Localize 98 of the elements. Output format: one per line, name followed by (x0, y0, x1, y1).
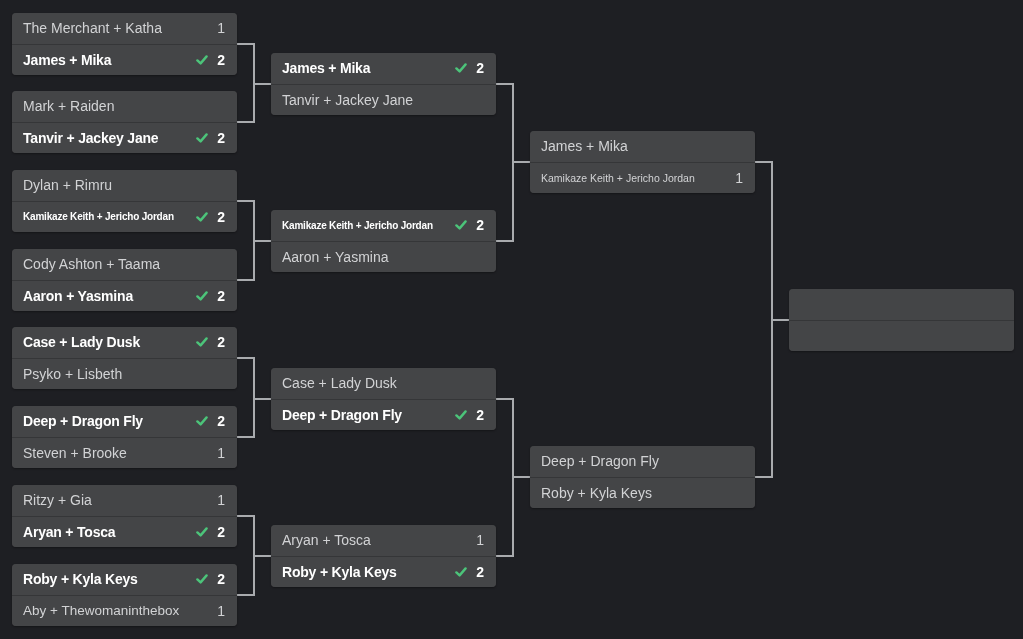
team-name: Roby + Kyla Keys (23, 571, 138, 588)
team-name: Dylan + Rimru (23, 177, 113, 194)
match-card (12, 406, 237, 468)
team-row (271, 525, 496, 556)
score: 2 (217, 129, 225, 146)
team-name: Deep + Dragon Fly (541, 453, 659, 470)
team-name: Deep + Dragon Fly (282, 406, 402, 423)
team-row (271, 210, 496, 241)
match-card (789, 289, 1014, 351)
bracket-line (236, 555, 272, 596)
match-card (271, 210, 496, 272)
bracket-line (236, 398, 272, 438)
team-name: Kamikaze Keith + Jericho Jordan (23, 211, 174, 223)
score: 2 (476, 563, 484, 580)
team-name: Case + Lady Dusk (23, 334, 141, 351)
team-name: James + Mika (282, 60, 371, 77)
score: 1 (476, 532, 484, 549)
team-row (271, 241, 496, 272)
team-row (12, 516, 237, 547)
team-row (12, 406, 237, 437)
score: 2 (217, 51, 225, 68)
score: 1 (735, 169, 743, 186)
team-row (271, 368, 496, 399)
team-row (12, 280, 237, 311)
team-name: Mark + Raiden (23, 98, 115, 115)
empty-slot (789, 320, 1014, 351)
match-card (12, 485, 237, 547)
team-name: Tanvir + Jackey Jane (23, 129, 159, 146)
score: 2 (217, 287, 225, 304)
team-row (12, 485, 237, 516)
score: 2 (217, 413, 225, 430)
score: 2 (217, 571, 225, 588)
team-name: Psyko + Lisbeth (23, 365, 123, 382)
team-row (12, 44, 237, 75)
team-name: The Merchant + Katha (23, 20, 162, 37)
team-row (271, 556, 496, 587)
team-name: Aaron + Yasmina (23, 287, 133, 304)
score: 1 (217, 20, 225, 37)
team-name: Aaron + Yasmina (282, 248, 389, 265)
team-row (12, 564, 237, 595)
match-card (12, 170, 237, 232)
team-name: Kamikaze Keith + Jericho Jordan (282, 219, 433, 231)
match-card (12, 564, 237, 626)
team-name: Kamikaze Keith + Jericho Jordan (541, 171, 695, 184)
team-row (271, 53, 496, 84)
team-row (530, 131, 755, 162)
team-row (530, 477, 755, 508)
team-row (12, 201, 237, 232)
team-row (530, 446, 755, 477)
match-card (12, 327, 237, 389)
team-row (530, 162, 755, 193)
team-row (12, 91, 237, 122)
team-name: Cody Ashton + Taama (23, 256, 161, 273)
bracket-line (236, 240, 272, 281)
team-name: Ritzy + Gia (23, 492, 92, 509)
team-row (12, 437, 237, 468)
empty-slot (789, 289, 1014, 320)
match-card (12, 249, 237, 311)
bracket-line (495, 476, 531, 557)
score: 1 (217, 444, 225, 461)
bracket-line (236, 83, 272, 123)
team-name: Aryan + Tosca (282, 532, 371, 549)
score: 2 (476, 217, 484, 234)
score: 2 (217, 334, 225, 351)
team-row (12, 327, 237, 358)
team-name: James + Mika (541, 138, 628, 155)
team-name: James + Mika (23, 51, 112, 68)
match-card (530, 131, 755, 193)
team-name: Case + Lady Dusk (282, 375, 397, 392)
team-name: Steven + Brooke (23, 444, 127, 461)
team-row (12, 13, 237, 44)
team-name: Aryan + Tosca (23, 523, 116, 540)
team-name: Deep + Dragon Fly (23, 413, 143, 430)
team-name: Roby + Kyla Keys (541, 484, 652, 501)
match-card (12, 13, 237, 75)
bracket-line (754, 319, 790, 478)
score: 1 (217, 492, 225, 509)
match-card (12, 91, 237, 153)
score: 2 (476, 60, 484, 77)
score: 2 (476, 406, 484, 423)
team-row (12, 170, 237, 201)
team-row (12, 249, 237, 280)
match-card (271, 368, 496, 430)
team-name: Roby + Kyla Keys (282, 563, 397, 580)
match-card (271, 53, 496, 115)
team-row (12, 595, 237, 626)
match-card (530, 446, 755, 508)
team-name: Tanvir + Jackey Jane (282, 91, 414, 108)
match-card (271, 525, 496, 587)
team-name: Aby + Thewomaninthebox (23, 603, 180, 619)
team-row (12, 358, 237, 389)
bracket-line (495, 161, 531, 242)
score: 2 (217, 523, 225, 540)
team-row (271, 399, 496, 430)
team-row (271, 84, 496, 115)
team-row (12, 122, 237, 153)
score: 2 (217, 208, 225, 225)
score: 1 (217, 602, 225, 619)
